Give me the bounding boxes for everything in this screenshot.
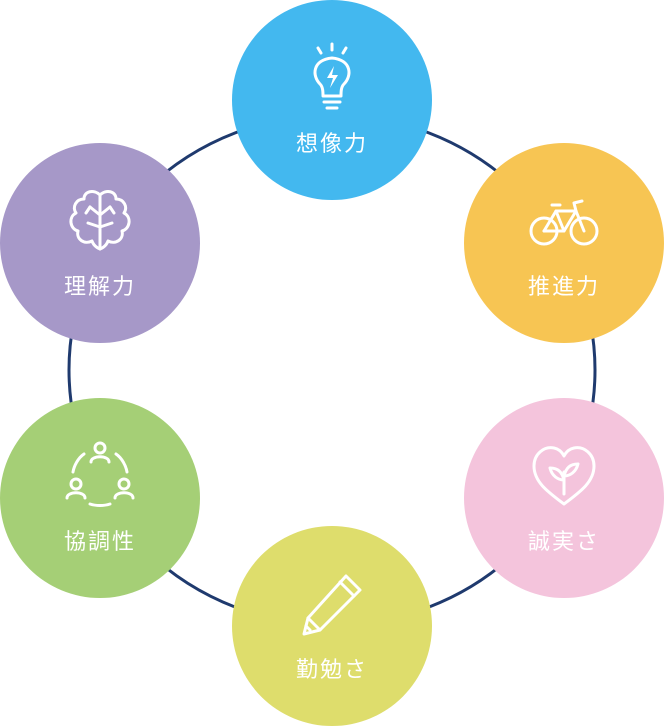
pencil-icon [296, 568, 368, 640]
node-cooperation: 協調性 [0, 398, 200, 598]
node-diligence: 勤勉さ [232, 526, 432, 726]
brain-icon [64, 185, 136, 257]
node-label: 協調性 [63, 530, 136, 555]
node-understanding: 理解力 [0, 143, 200, 343]
heart-sprout-icon [528, 440, 600, 512]
node-label: 想像力 [295, 132, 368, 157]
node-drive: 推進力 [464, 143, 664, 343]
bicycle-icon [528, 185, 600, 257]
node-sincerity: 誠実さ [464, 398, 664, 598]
node-imagination: 想像力 [232, 0, 432, 200]
node-label: 理解力 [63, 275, 136, 300]
node-label: 推進力 [527, 275, 600, 300]
lightbulb-icon [296, 42, 368, 114]
node-label: 誠実さ [527, 530, 600, 555]
team-cycle-icon [64, 440, 136, 512]
node-label: 勤勉さ [295, 658, 368, 683]
